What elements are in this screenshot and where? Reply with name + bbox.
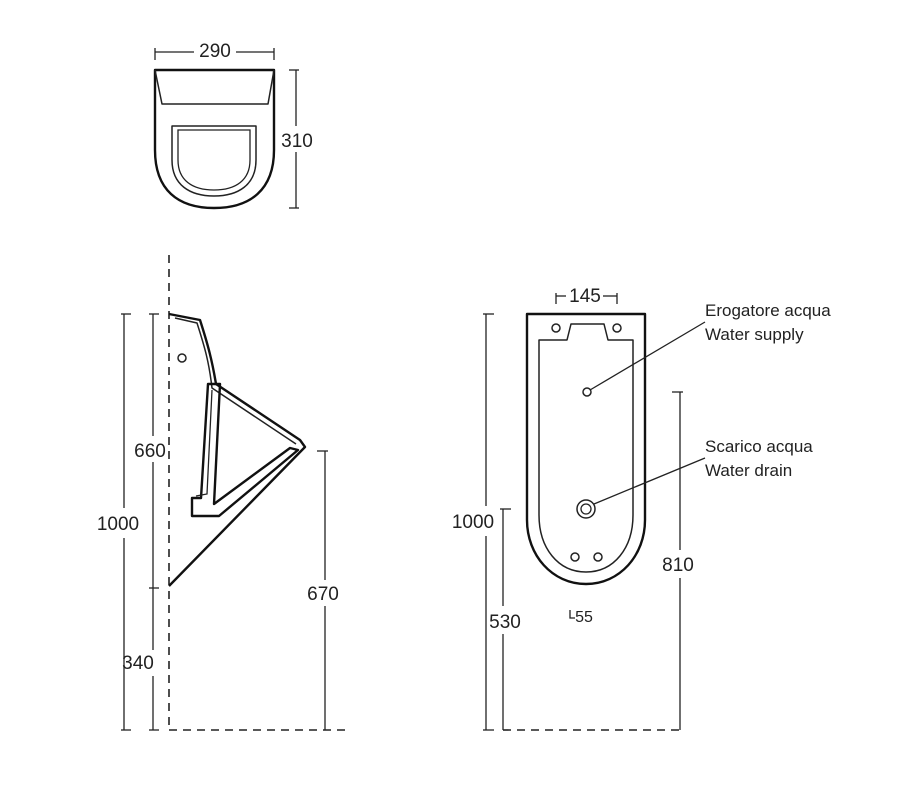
water-supply-leader (589, 321, 706, 391)
side-view-outline (168, 312, 307, 587)
water-drain-hole-inner (580, 503, 592, 515)
side-view-hole (177, 353, 187, 363)
dim-55-tick (569, 610, 575, 619)
dim-530: 530 (489, 612, 521, 633)
water-drain-leader (593, 457, 706, 505)
front-view-outline (525, 312, 647, 586)
dim-55: 55 (575, 609, 593, 626)
water-drain-hole (576, 499, 596, 519)
dim-310: 310 (281, 131, 313, 152)
dim-290: 290 (199, 41, 231, 62)
front-view-bottom-hole-left (570, 552, 580, 562)
water-supply-label-en: Water supply (705, 325, 804, 344)
water-supply-hole (582, 387, 592, 397)
top-view-bowl (171, 125, 257, 197)
front-view: 145 1000 530 810 55 Erogatore acqua Wate… (452, 286, 831, 731)
front-view-top-hole-left (551, 323, 561, 333)
dim-340: 340 (122, 653, 154, 674)
dim-1000-side: 1000 (97, 514, 139, 535)
top-view-rim (154, 69, 275, 105)
front-view-top-hole-right (612, 323, 622, 333)
dim-810: 810 (662, 555, 694, 576)
side-view-bowl-inner (195, 389, 213, 497)
side-view: 1000 660 340 670 (97, 255, 350, 731)
top-view-bowl-inner (177, 129, 251, 191)
dim-660: 660 (134, 441, 166, 462)
side-view-bowl (190, 382, 300, 518)
front-view-inner-outline (538, 323, 634, 573)
dim-1000-front: 1000 (452, 512, 494, 533)
water-drain-label-en: Water drain (705, 461, 792, 480)
top-view-outline (153, 68, 276, 210)
dim-670: 670 (307, 584, 339, 605)
water-drain-label-it: Scarico acqua (705, 437, 813, 456)
side-view-outline-inner (174, 317, 297, 445)
water-supply-label-it: Erogatore acqua (705, 301, 831, 320)
dim-145: 145 (569, 286, 601, 307)
front-view-bottom-hole-right (593, 552, 603, 562)
top-view: 290 310 (153, 41, 313, 210)
